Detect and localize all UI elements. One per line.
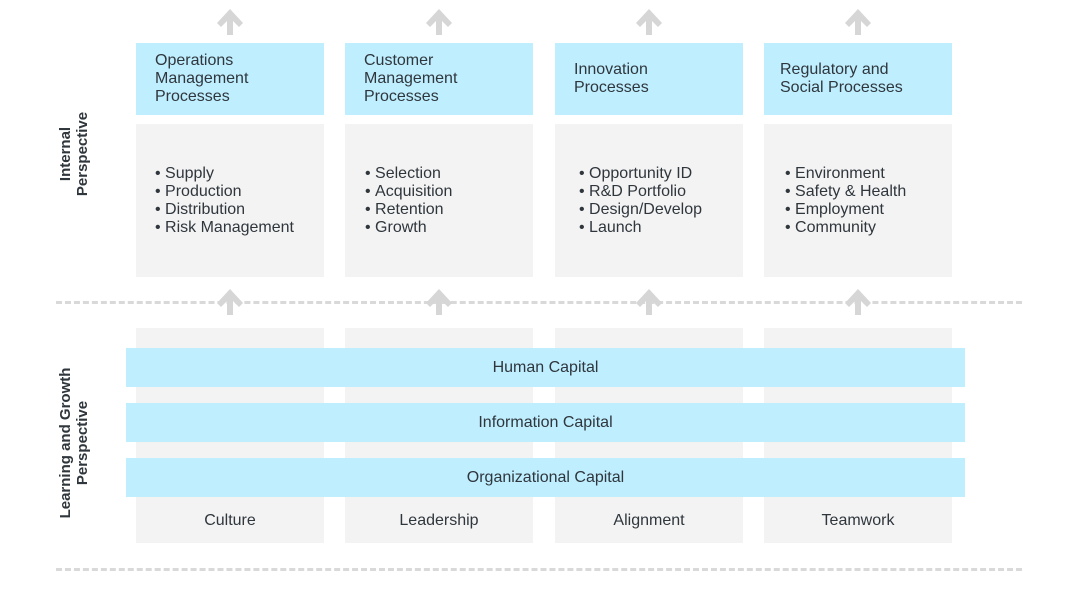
arrow-up-icon	[636, 9, 662, 35]
list-item: R&D Portfolio	[579, 183, 743, 201]
capital-label: Information Capital	[478, 413, 613, 431]
list-item: Employment	[785, 201, 952, 219]
arrow-up-icon	[217, 9, 243, 35]
arrow-up-icon	[426, 9, 452, 35]
process-body-innovation: Opportunity ID R&D Portfolio Design/Deve…	[555, 124, 743, 277]
list-item: Selection	[365, 165, 533, 183]
list-item: Safety & Health	[785, 183, 952, 201]
list-item: Opportunity ID	[579, 165, 743, 183]
list-item: Community	[785, 219, 952, 237]
foundation-label-culture: Culture	[204, 512, 256, 529]
list-item: Supply	[155, 165, 324, 183]
arrow-up-icon	[845, 289, 871, 315]
process-header-operations: Operations Management Processes	[136, 43, 324, 115]
learning-growth-perspective-text: Learning and Growth Perspective	[57, 367, 91, 519]
process-header-innovation: Innovation Processes	[555, 43, 743, 115]
internal-perspective-text: Internal Perspective	[57, 111, 91, 197]
arrow-up-icon	[636, 289, 662, 315]
list-item: Retention	[365, 201, 533, 219]
process-title: Regulatory and Social Processes	[780, 61, 903, 96]
process-header-regulatory: Regulatory and Social Processes	[764, 43, 952, 115]
list-item: Design/Develop	[579, 201, 743, 219]
bullet-list: Supply Production Distribution Risk Mana…	[155, 165, 324, 237]
capital-label: Human Capital	[492, 358, 599, 376]
foundation-label-leadership: Leadership	[399, 512, 479, 529]
arrow-up-icon	[845, 9, 871, 35]
list-item: Acquisition	[365, 183, 533, 201]
bullet-list: Selection Acquisition Retention Growth	[365, 165, 533, 237]
process-title: Innovation Processes	[574, 61, 649, 96]
separator-internal	[56, 301, 1022, 304]
human-capital-bar: Human Capital	[126, 348, 965, 387]
list-item: Launch	[579, 219, 743, 237]
foundation-label-alignment: Alignment	[613, 512, 685, 529]
list-item: Growth	[365, 219, 533, 237]
separator-bottom	[56, 568, 1022, 571]
process-header-customer: Customer Management Processes	[345, 43, 533, 115]
list-item: Risk Management	[155, 219, 324, 237]
process-body-operations: Supply Production Distribution Risk Mana…	[136, 124, 324, 277]
process-body-regulatory: Environment Safety & Health Employment C…	[764, 124, 952, 277]
learning-growth-perspective-label: Learning and Growth Perspective	[57, 368, 91, 519]
list-item: Production	[155, 183, 324, 201]
list-item: Distribution	[155, 201, 324, 219]
arrow-up-icon	[426, 289, 452, 315]
internal-perspective-label: Internal Perspective	[57, 112, 91, 196]
bullet-list: Opportunity ID R&D Portfolio Design/Deve…	[579, 165, 743, 237]
organizational-capital-bar: Organizational Capital	[126, 458, 965, 497]
list-item: Environment	[785, 165, 952, 183]
information-capital-bar: Information Capital	[126, 403, 965, 442]
process-body-customer: Selection Acquisition Retention Growth	[345, 124, 533, 277]
process-title: Operations Management Processes	[155, 52, 249, 105]
foundation-label-teamwork: Teamwork	[821, 512, 895, 529]
capital-label: Organizational Capital	[466, 468, 625, 486]
bullet-list: Environment Safety & Health Employment C…	[785, 165, 952, 237]
process-title: Customer Management Processes	[364, 52, 458, 105]
arrow-up-icon	[217, 289, 243, 315]
